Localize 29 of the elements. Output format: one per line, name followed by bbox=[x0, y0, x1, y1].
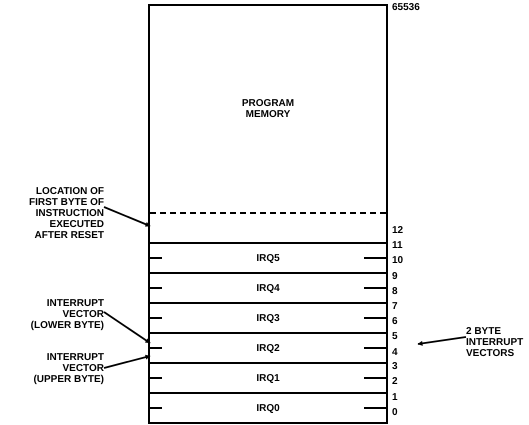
address-label: 11 bbox=[392, 240, 403, 251]
arrow bbox=[104, 354, 150, 369]
address-label: 2 bbox=[392, 376, 398, 387]
address-label: 4 bbox=[392, 347, 398, 358]
region-label: IRQ2 bbox=[256, 342, 280, 354]
arrow bbox=[104, 206, 150, 227]
address-label: 65536 bbox=[392, 2, 420, 13]
callout-text: LOCATION OF FIRST BYTE OF INSTRUCTION EXECUTED AFTER RESET bbox=[28, 186, 104, 240]
address-label: 5 bbox=[392, 331, 398, 342]
address-label: 3 bbox=[392, 361, 398, 372]
address-label: 7 bbox=[392, 301, 398, 312]
region-label: PROGRAM MEMORY bbox=[240, 98, 296, 120]
address-label: 8 bbox=[392, 286, 398, 297]
region-label: IRQ0 bbox=[256, 402, 280, 414]
arrow bbox=[104, 311, 150, 344]
address-label: 9 bbox=[392, 271, 398, 282]
callout-text: INTERRUPT VECTOR (LOWER BYTE) bbox=[30, 298, 104, 330]
address-label: 12 bbox=[392, 225, 404, 236]
address-label: 10 bbox=[392, 255, 404, 266]
callout-text: INTERRUPT VECTOR (UPPER BYTE) bbox=[32, 352, 104, 384]
region-label: IRQ3 bbox=[256, 312, 280, 324]
address-label: 1 bbox=[392, 392, 398, 403]
callout-text: 2 BYTE INTERRUPT VECTORS bbox=[466, 326, 524, 358]
address-label: 0 bbox=[392, 407, 398, 418]
region-label: IRQ5 bbox=[256, 252, 280, 264]
address-label: 6 bbox=[392, 316, 398, 327]
region-label: IRQ4 bbox=[256, 282, 280, 294]
arrow bbox=[418, 336, 466, 346]
region-label: IRQ1 bbox=[256, 372, 280, 384]
